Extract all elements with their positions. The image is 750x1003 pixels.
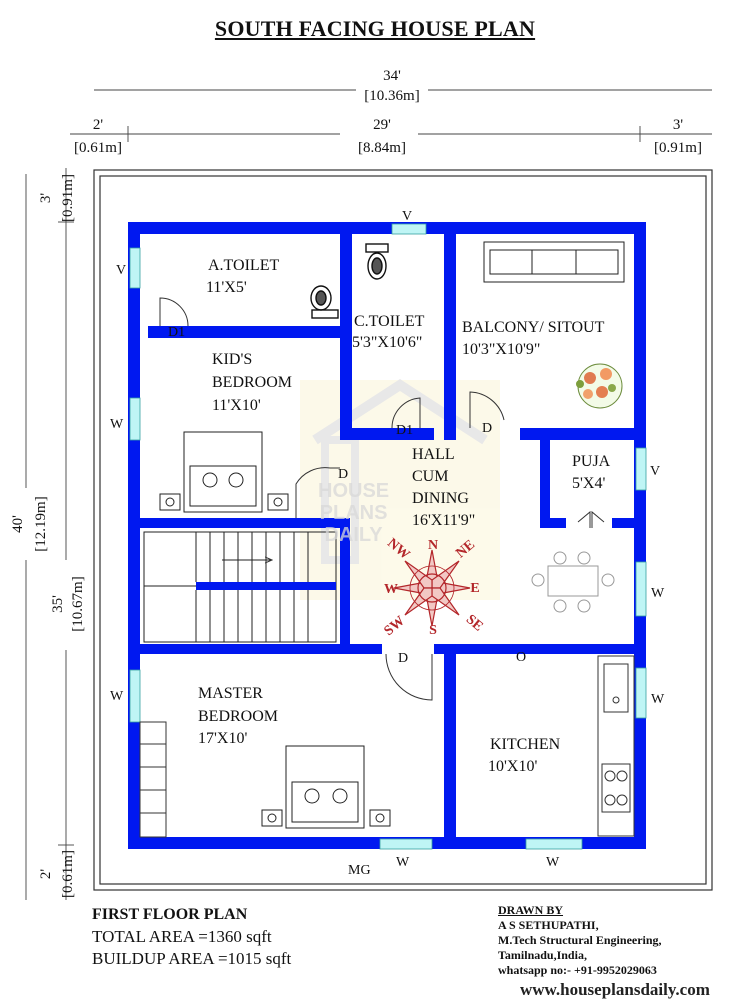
windows	[129, 223, 647, 850]
window-hall	[635, 561, 647, 617]
sofa	[483, 241, 625, 283]
dim-left-margin-m: [0.61m]	[74, 140, 122, 156]
window-master	[129, 669, 141, 723]
dim-bottom-margin-ft: 2'	[38, 869, 54, 880]
tag-d1-atoilet: D1	[168, 325, 185, 340]
tag-w-bottom-2: W	[546, 855, 560, 870]
label-hall-2: CUM	[412, 468, 448, 485]
tag-mg: MG	[348, 863, 371, 878]
tag-v-atoilet: V	[116, 263, 126, 278]
dim-overall-width-ft: 34'	[383, 68, 401, 84]
window-puja	[635, 447, 647, 491]
compass-s: S	[429, 623, 437, 638]
tag-v-puja: V	[650, 464, 660, 479]
size-balcony: 10'3"X10'9"	[462, 341, 540, 358]
puja-doors	[577, 510, 605, 528]
drawn-by-label: DRAWN BY	[498, 903, 564, 917]
dining-table	[531, 551, 615, 613]
dim-overall-depth-m: [12.19m]	[33, 496, 49, 551]
author-name: A S SETHUPATHI,	[498, 918, 599, 932]
dim-inner-depth-ft: 35'	[50, 595, 66, 613]
watermark-text: HOUSE PLANS DAILY	[318, 480, 390, 546]
window-a-toilet	[129, 247, 141, 289]
size-hall: 16'X11'9"	[412, 512, 475, 529]
label-balcony: BALCONY/ SITOUT	[462, 319, 605, 336]
size-c-toilet: 5'3"X10'6"	[352, 334, 422, 351]
label-master-2: BEDROOM	[198, 708, 278, 725]
author-contact: whatsapp no:- +91-9952029063	[498, 963, 657, 977]
compass-rose	[393, 549, 471, 627]
watermark-logo	[300, 379, 500, 600]
tag-d-balcony: D	[482, 421, 492, 436]
tag-o-kitchen: O	[516, 650, 526, 665]
label-a-toilet: A.TOILET	[208, 257, 279, 274]
label-puja: PUJA	[572, 453, 611, 470]
buildup-area: BUILDUP AREA =1015 sqft	[92, 949, 292, 968]
size-kids: 11'X10'	[212, 397, 261, 414]
window-kitchen	[635, 667, 647, 719]
master-wardrobe	[139, 721, 167, 838]
tag-w-kitchen: W	[651, 692, 665, 707]
dim-top-margin-m: [0.91m]	[60, 174, 76, 222]
size-puja: 5'X4'	[572, 475, 605, 492]
tag-d-master: D	[398, 651, 408, 666]
kitchen-counter	[597, 655, 635, 837]
dim-right-margin-m: [0.91m]	[654, 140, 702, 156]
size-master: 17'X10'	[198, 730, 247, 747]
dim-overall-width-m: [10.36m]	[364, 88, 419, 104]
left-dimension-lines	[25, 168, 74, 900]
window-kids	[129, 397, 141, 441]
dim-bottom-margin-m: [0.61m]	[60, 850, 76, 898]
dim-right-margin-ft: 3'	[673, 117, 684, 133]
top-dimension-lines	[70, 89, 712, 142]
size-a-toilet: 11'X5'	[206, 279, 247, 296]
tag-w-hall: W	[651, 586, 665, 601]
staircase	[143, 531, 337, 643]
label-hall-3: DINING	[412, 490, 469, 507]
label-hall-1: HALL	[412, 446, 455, 463]
compass-se: SE	[463, 612, 486, 634]
kids-bed	[159, 431, 289, 513]
size-kitchen: 10'X10'	[488, 758, 537, 775]
tag-w-kids: W	[110, 417, 124, 432]
dim-overall-depth-ft: 40'	[10, 515, 26, 533]
dim-inner-depth-m: [10.67m]	[70, 576, 86, 631]
author-location: Tamilnadu,India,	[498, 948, 587, 962]
door-swings	[159, 297, 505, 701]
dim-top-margin-ft: 3'	[38, 193, 54, 204]
label-kitchen: KITCHEN	[490, 736, 561, 753]
compass-sw: SW	[382, 614, 408, 640]
dim-inner-width-ft: 29'	[373, 117, 391, 133]
compass-n: N	[428, 538, 438, 553]
total-area: TOTAL AREA =1360 sqft	[92, 927, 272, 946]
tag-w-bottom-1: W	[396, 855, 410, 870]
compass-e: E	[470, 581, 479, 596]
window-bottom-1	[379, 838, 433, 850]
dim-left-margin-ft: 2'	[93, 117, 104, 133]
tag-v-top: V	[402, 209, 412, 224]
plan-title: SOUTH FACING HOUSE PLAN	[214, 16, 536, 41]
label-master-1: MASTER	[198, 685, 263, 702]
label-kids-1: KID'S	[212, 351, 252, 368]
window-bottom-2	[525, 838, 583, 850]
label-kids-2: BEDROOM	[212, 374, 292, 391]
dim-inner-width-m: [8.84m]	[358, 140, 406, 156]
area-summary: FIRST FLOOR PLAN TOTAL AREA =1360 sqft B…	[92, 904, 291, 970]
tag-w-master: W	[110, 689, 124, 704]
floor-plan-name: FIRST FLOOR PLAN	[92, 906, 248, 923]
author-qualification: M.Tech Structural Engineering,	[498, 933, 662, 947]
plant	[576, 363, 623, 409]
author-credits: DRAWN BY A S SETHUPATHI, M.Tech Structur…	[498, 903, 662, 978]
tag-d-kids: D	[338, 467, 348, 482]
master-bed	[261, 745, 391, 829]
website-url: www.houseplansdaily.com	[520, 980, 710, 999]
tag-d1-ctoilet: D1	[396, 423, 413, 438]
window-top	[391, 223, 427, 235]
toilet-fixtures	[310, 243, 389, 319]
compass-w: W	[384, 582, 398, 597]
label-c-toilet: C.TOILET	[354, 313, 425, 330]
